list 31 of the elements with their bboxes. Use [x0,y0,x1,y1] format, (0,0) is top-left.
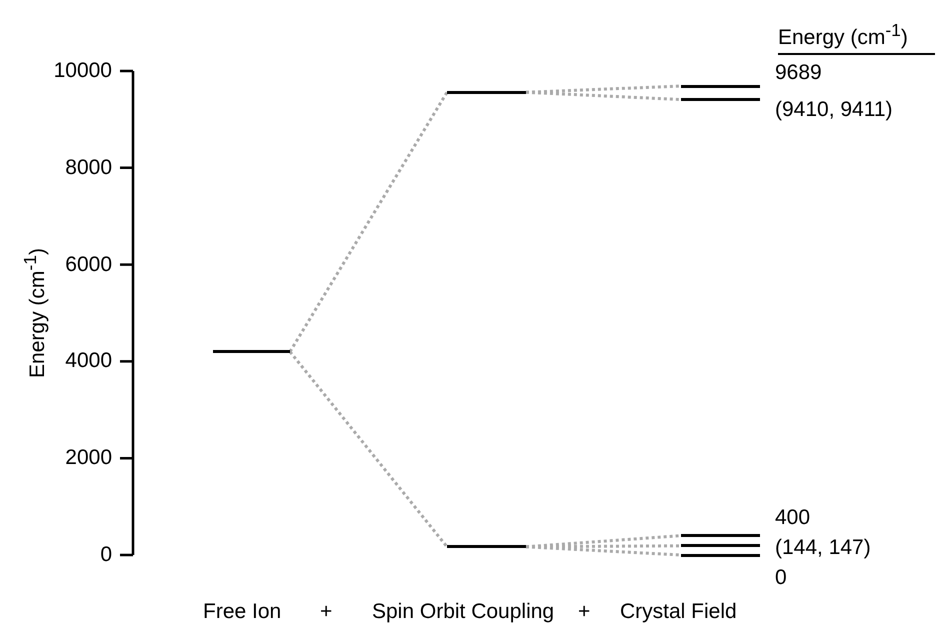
dotted-connector [526,84,682,94]
tick-label: 6000 [65,252,112,277]
plus-sign: + [578,600,590,624]
energy-level-bar [681,98,760,102]
dotted-connector [526,534,682,548]
tick-label: 4000 [65,349,112,374]
dotted-connector [288,350,448,548]
column-heading: Energy (cm$^{-1}$) [778,18,935,55]
dotted-connector [526,545,682,556]
energy-value: 0 [775,566,787,590]
energy-level-bar [447,90,526,94]
energy-value: (144, 147) [775,536,871,560]
stage-label: Free Ion [203,600,282,624]
stage-label: Spin Orbit Coupling [372,600,554,624]
energy-level-bar [681,544,760,548]
plus-sign: + [320,600,332,624]
energy-value: 400 [775,506,810,530]
stage-label: Crystal Field [620,600,737,624]
energy-value: 9689 [775,61,822,85]
energy-level-bar [681,84,760,88]
tick-label: 2000 [65,446,112,470]
energy-value: (9410, 9411) [775,98,893,122]
tick-label: 8000 [65,156,112,180]
energy-level-bar [213,350,290,354]
dotted-connector [288,92,448,352]
tick-label: 10000 [54,59,112,83]
energy-level-bar [681,534,760,538]
dotted-connector [526,90,682,102]
energy-level-bar [681,554,760,556]
tick-label: 0 [100,543,112,567]
energy-level-bar [447,545,526,548]
